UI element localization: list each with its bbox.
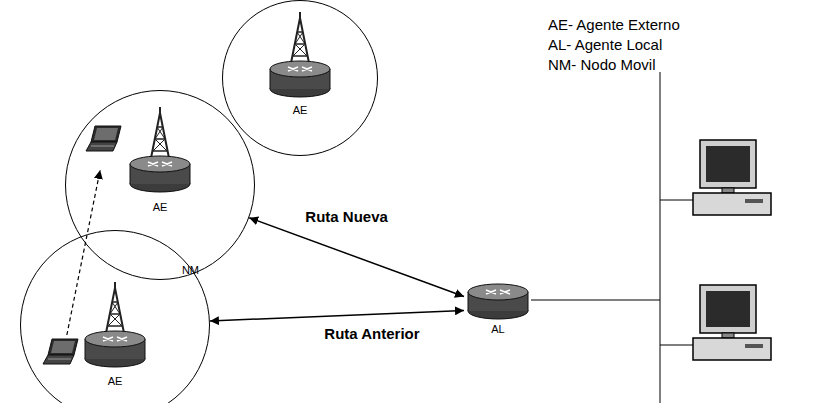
antenna-router-icon <box>268 10 332 100</box>
abbreviation-note: AL- Agente Local <box>548 36 662 54</box>
coverage-cell: AE NM <box>65 90 255 280</box>
antenna-router-icon <box>128 105 192 195</box>
route-arrow <box>249 218 464 297</box>
computer-icon <box>693 140 771 215</box>
antenna-router-icon <box>83 280 147 370</box>
node-label: NM <box>182 263 199 277</box>
route-label: Ruta Nueva <box>303 208 390 226</box>
handoff-arrow <box>67 170 100 335</box>
router-node: AL <box>464 280 532 338</box>
label-anchor: AL- Agente Local <box>548 36 662 54</box>
route-label: Ruta Anterior <box>322 325 421 343</box>
mobile-node: NM <box>83 122 127 170</box>
node-label: AE <box>153 200 168 214</box>
node-label: AE <box>108 374 123 388</box>
mobile-node: NM <box>40 335 84 383</box>
router-icon <box>466 282 530 322</box>
abbreviation-note: NM- Nodo Movil <box>548 56 656 74</box>
label-anchor: Ruta Anterior <box>322 325 421 343</box>
laptop-icon <box>85 124 125 154</box>
coverage-cell: AE NM <box>20 230 210 403</box>
route-arrow <box>210 310 464 321</box>
label-anchor: NM- Nodo Movil <box>548 56 656 74</box>
laptop-icon <box>42 337 82 367</box>
abbreviation-note: AE- Agente Externo <box>548 16 680 34</box>
node-label: AL <box>491 322 504 336</box>
label-anchor: AE- Agente Externo <box>548 16 680 34</box>
node-label: AE <box>293 103 308 117</box>
coverage-cell: AE <box>222 0 378 156</box>
label-anchor: Ruta Nueva <box>303 208 390 226</box>
computer-icon <box>693 285 771 360</box>
